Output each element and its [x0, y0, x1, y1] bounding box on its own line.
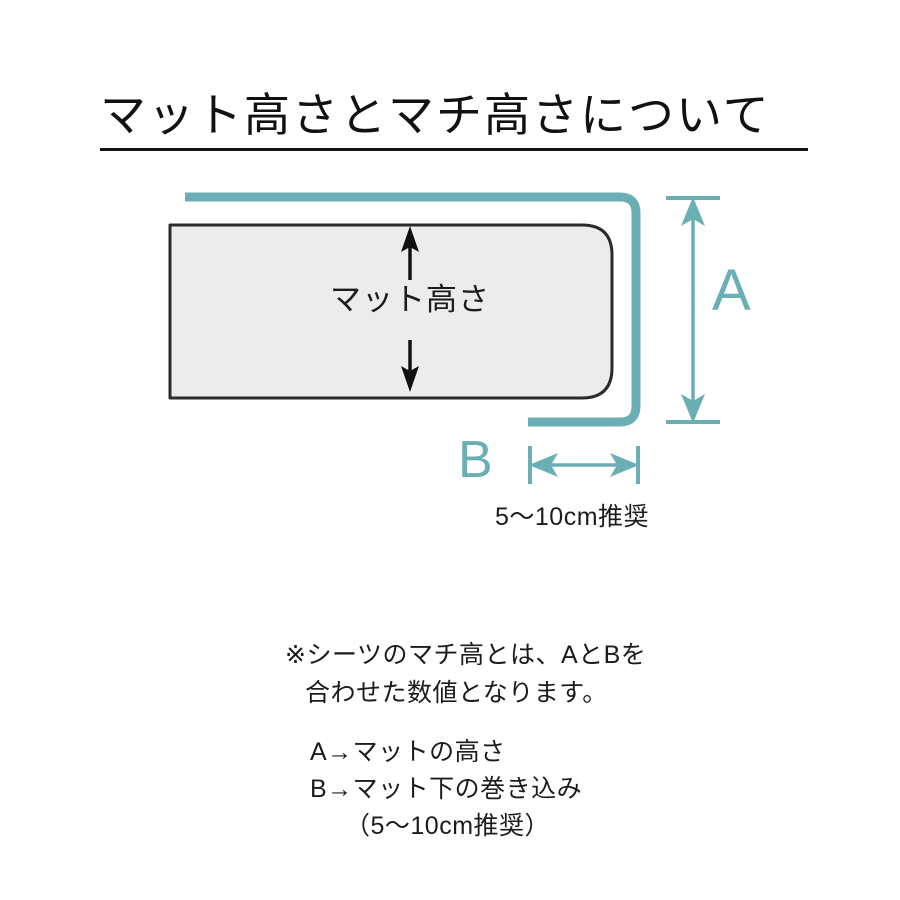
b-recommendation-label: 5〜10cm推奨	[495, 503, 650, 531]
sheet-gusset-note: ※シーツのマチ高とは、AとBを 合わせた数値となります。	[0, 636, 900, 712]
fitted-sheet-outline	[185, 192, 641, 427]
mattress-shape	[168, 223, 614, 400]
legend-item-b-recommendation: （5〜10cm推奨）	[345, 812, 551, 840]
dimension-a-arrow-icon	[666, 196, 720, 424]
dimension-a-label: A	[712, 258, 751, 323]
page-title-text: マット高さとマチ高さについて	[100, 89, 771, 141]
title-underline	[100, 148, 808, 151]
mat-height-arrow-icon	[401, 226, 419, 392]
dimension-b-arrow-icon	[528, 446, 640, 484]
sheet-gusset-note-line2: 合わせた数値となります。	[305, 679, 608, 707]
explanation-block: ※シーツのマチ高とは、AとBを 合わせた数値となります。 A→マットの高さ B→…	[0, 636, 900, 840]
dimension-b-label: B	[458, 431, 493, 489]
page-title: マット高さとマチ高さについて	[100, 86, 808, 151]
mat-height-label: マット高さ	[330, 282, 490, 317]
sheet-gusset-note-line1: ※シーツのマチ高とは、AとBを	[285, 641, 647, 669]
dimension-legend: A→マットの高さ B→マット下の巻き込み （5〜10cm推奨）	[0, 734, 900, 845]
legend-item-a: A→マットの高さ	[310, 738, 506, 766]
legend-item-b: B→マット下の巻き込み	[310, 775, 583, 803]
